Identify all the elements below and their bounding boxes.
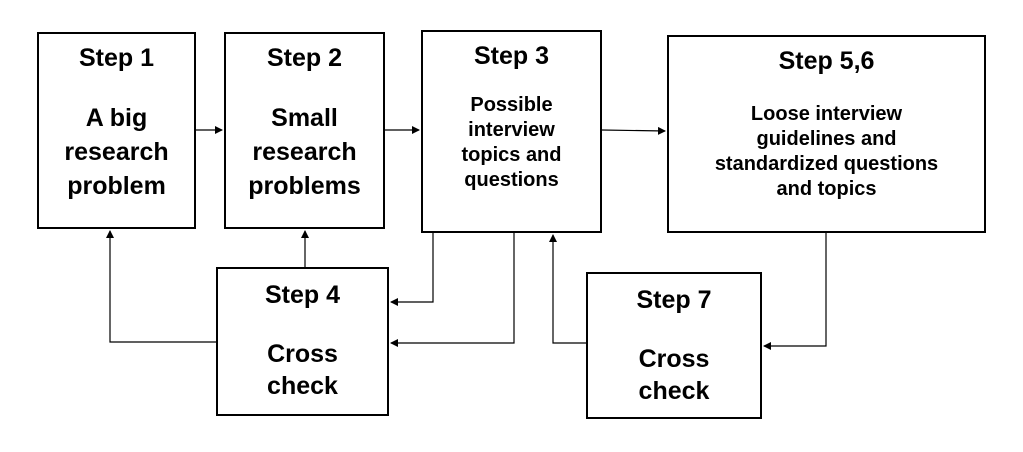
step7-title: Step 7: [636, 286, 712, 314]
arrow-step3-to-step4-lower: [390, 233, 515, 347]
arrow-step7-to-step3: [549, 234, 586, 344]
step7-box: Step 7 Cross check: [586, 272, 762, 419]
arrow-step3-to-step4-upper: [390, 233, 434, 306]
step1-text: A big research problem: [64, 104, 169, 200]
step1-title: Step 1: [78, 44, 155, 72]
arrow-step4-to-step1: [106, 230, 216, 343]
step2-box: Step 2 Small research problems: [224, 32, 385, 229]
step3-box: Step 3 Possible interview topics and que…: [421, 30, 602, 233]
step4-title: Step 4: [264, 281, 341, 309]
step4-box: Step 4 Cross check: [216, 267, 389, 416]
step7-text: Cross check: [638, 345, 710, 405]
step56-text: Loose interview guidelines and standardi…: [714, 103, 939, 200]
step1-box: Step 1 A big research problem: [37, 32, 196, 229]
step2-title: Step 2: [266, 44, 343, 72]
step3-text: Possible interview topics and questions: [461, 94, 562, 191]
step3-title: Step 3: [473, 42, 550, 70]
step2-text: Small research problems: [248, 104, 361, 200]
step56-box: Step 5,6 Loose interview guidelines and …: [667, 35, 986, 233]
step56-title: Step 5,6: [778, 47, 875, 75]
arrow-step3-to-step56: [601, 126, 666, 135]
step4-text: Cross check: [267, 340, 338, 400]
arrow-step56-to-step7: [763, 233, 827, 350]
